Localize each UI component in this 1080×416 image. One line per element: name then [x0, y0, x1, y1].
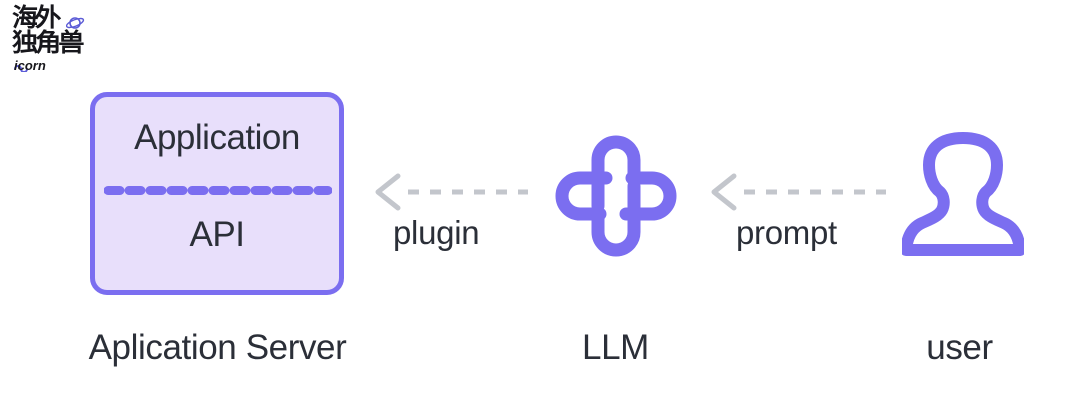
prompt-arrow — [711, 173, 886, 211]
application-label: Application — [134, 118, 300, 157]
box-dashed-divider — [104, 186, 332, 195]
application-server-box: Application API — [90, 92, 344, 295]
api-label: API — [189, 215, 245, 254]
llm-knot-icon — [555, 135, 677, 257]
watermark-chinese-text: 海外 独角兽 — [12, 5, 84, 57]
watermark-logo: 海外 独角兽 icorn — [8, 6, 104, 78]
caption-application-server: Aplication Server — [88, 328, 347, 367]
user-avatar-icon — [902, 132, 1024, 256]
caption-user: user — [926, 328, 993, 367]
watermark-brand-text: icorn — [14, 58, 46, 73]
prompt-edge-label: prompt — [736, 214, 837, 251]
caption-llm: LLM — [582, 328, 649, 367]
plugin-edge-label: plugin — [393, 214, 480, 251]
infinity-mark-icon — [14, 65, 28, 72]
plugin-arrow — [375, 173, 528, 211]
planet-icon — [66, 17, 85, 29]
